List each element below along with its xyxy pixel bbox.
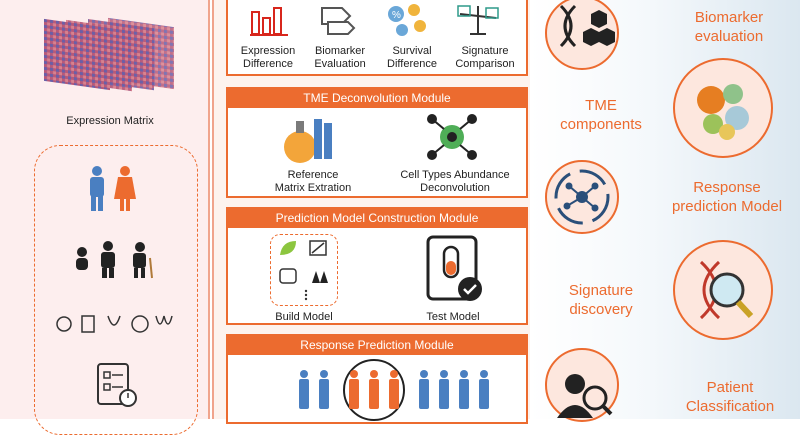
dna-hexagon-icon: [559, 4, 615, 48]
test-model-icon: [426, 235, 482, 301]
model-types-icon: [279, 240, 328, 301]
reference-matrix-label: Reference Matrix Extration: [274, 169, 352, 194]
response-module-title: Response Prediction Module: [228, 336, 526, 355]
test-model-label: Test Model: [426, 311, 480, 323]
tme-deconvolution-module: TME Deconvolution Module Reference Matri…: [226, 87, 528, 198]
signature-discovery-label: Signature discovery: [568, 282, 634, 318]
organs-icon: [56, 315, 173, 333]
expression-matrix-label: Expression Matrix: [66, 115, 154, 127]
tme-module-title: TME Deconvolution Module: [228, 89, 526, 108]
tme-components-circle: [545, 0, 619, 70]
response-prediction-module: Response Prediction Module: [226, 334, 528, 424]
build-model-label: Build Model: [275, 311, 333, 323]
gender-icon: [90, 166, 136, 211]
input-panel: Expression Matrix: [0, 0, 210, 435]
patient-classification-circle: [545, 348, 619, 422]
reference-matrix-icon: [284, 119, 332, 163]
svg-text:%: %: [392, 10, 401, 21]
bar-chart-icon: [250, 7, 288, 36]
response-prediction-label: Response prediction Model: [671, 179, 783, 215]
balance-scale-icon: [457, 5, 499, 35]
cell-types-icon: [427, 114, 477, 160]
patients-icon: [299, 359, 489, 421]
biomarker-evaluation-title: Biomarker evaluation: [694, 9, 764, 45]
patient-search-icon: [557, 374, 613, 418]
age-groups-icon: [76, 241, 153, 279]
dna-magnifier-icon: [699, 260, 754, 320]
expression-matrix-icon: [44, 17, 174, 92]
response-prediction-circle: [545, 160, 619, 234]
biomarker-evaluation-label: Biomarker Evaluation: [314, 45, 366, 70]
tme-components-label: TME components: [560, 97, 642, 133]
network-icon: [554, 169, 610, 225]
cell-cluster-icon: [697, 84, 749, 140]
signature-comparison-label: Signature Comparison: [455, 45, 515, 70]
percent-faces-icon: %: [388, 4, 426, 36]
expression-difference-label: Expression Difference: [240, 45, 296, 70]
clinical-report-icon: [97, 363, 137, 407]
thumbs-icon: [321, 7, 356, 35]
build-model-box: [270, 234, 338, 306]
biomarker-evaluation-circle: [673, 58, 773, 158]
prediction-model-module: Prediction Model Construction Module Bui…: [226, 207, 528, 325]
survival-difference-label: Survival Difference: [387, 45, 437, 70]
cell-types-label: Cell Types Abundance Deconvolution: [400, 169, 510, 194]
prediction-module-title: Prediction Model Construction Module: [228, 209, 526, 228]
patient-classification-label: Patient Classification: [685, 379, 775, 415]
signature-discovery-circle: [673, 240, 773, 340]
analysis-module: % Expression Difference Biomarker Evalua…: [226, 0, 528, 76]
